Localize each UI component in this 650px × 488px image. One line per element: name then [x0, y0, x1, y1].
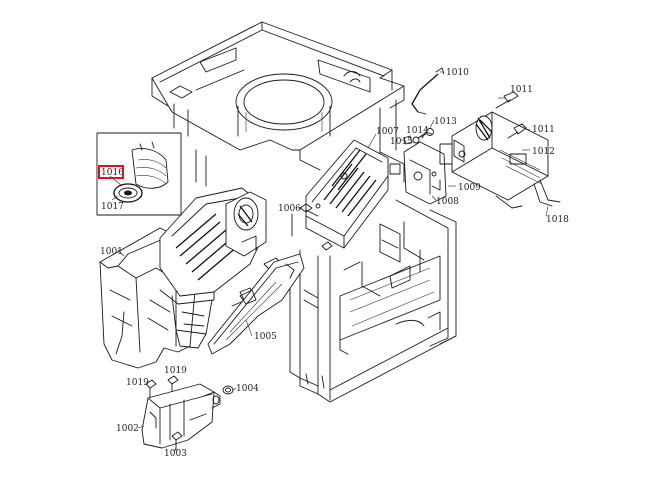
- part-1007-slotted-plate: [305, 139, 405, 249]
- label-1012[interactable]: 1012: [532, 147, 555, 157]
- label-1019-left[interactable]: 1019: [126, 378, 149, 388]
- part-1004-o-ring: [222, 385, 234, 395]
- label-1007[interactable]: 1007: [376, 127, 399, 137]
- part-1009-bracket-plate: [403, 131, 455, 205]
- label-1011-lower[interactable]: 1011: [532, 125, 555, 135]
- part-1005-flat-plate: [207, 253, 305, 355]
- label-1003[interactable]: 1003: [164, 449, 187, 459]
- part-1010-wire-bracket: [411, 67, 445, 115]
- label-1004[interactable]: 1004: [236, 384, 259, 394]
- inset-detail: [96, 132, 182, 216]
- label-1009[interactable]: 1009: [458, 183, 481, 193]
- label-1010[interactable]: 1010: [446, 68, 469, 78]
- label-1002[interactable]: 1002: [116, 424, 139, 434]
- main-frame: [151, 21, 457, 403]
- label-1014[interactable]: 1014: [406, 126, 429, 136]
- highlight-box-1016: [98, 165, 124, 179]
- leader-lines: [117, 71, 549, 453]
- part-1002-base-slide: [141, 383, 221, 451]
- label-1013[interactable]: 1013: [434, 117, 457, 127]
- label-1005[interactable]: 1005: [254, 332, 277, 342]
- screws: [145, 91, 527, 399]
- label-1018[interactable]: 1018: [546, 215, 569, 225]
- label-1001[interactable]: 1001: [100, 247, 123, 257]
- label-1006[interactable]: 1006: [278, 204, 301, 214]
- label-1015[interactable]: 1015: [390, 137, 413, 147]
- part-labels: 1010 1011 1011 1012 1013 1014 1015 1007 …: [100, 68, 569, 459]
- label-1011-upper[interactable]: 1011: [510, 85, 533, 95]
- label-1008[interactable]: 1008: [436, 197, 459, 207]
- label-1016[interactable]: 1016: [101, 168, 124, 178]
- label-1019-right[interactable]: 1019: [164, 366, 187, 376]
- label-1017[interactable]: 1017: [101, 202, 124, 212]
- part-1012-motor: [451, 111, 561, 209]
